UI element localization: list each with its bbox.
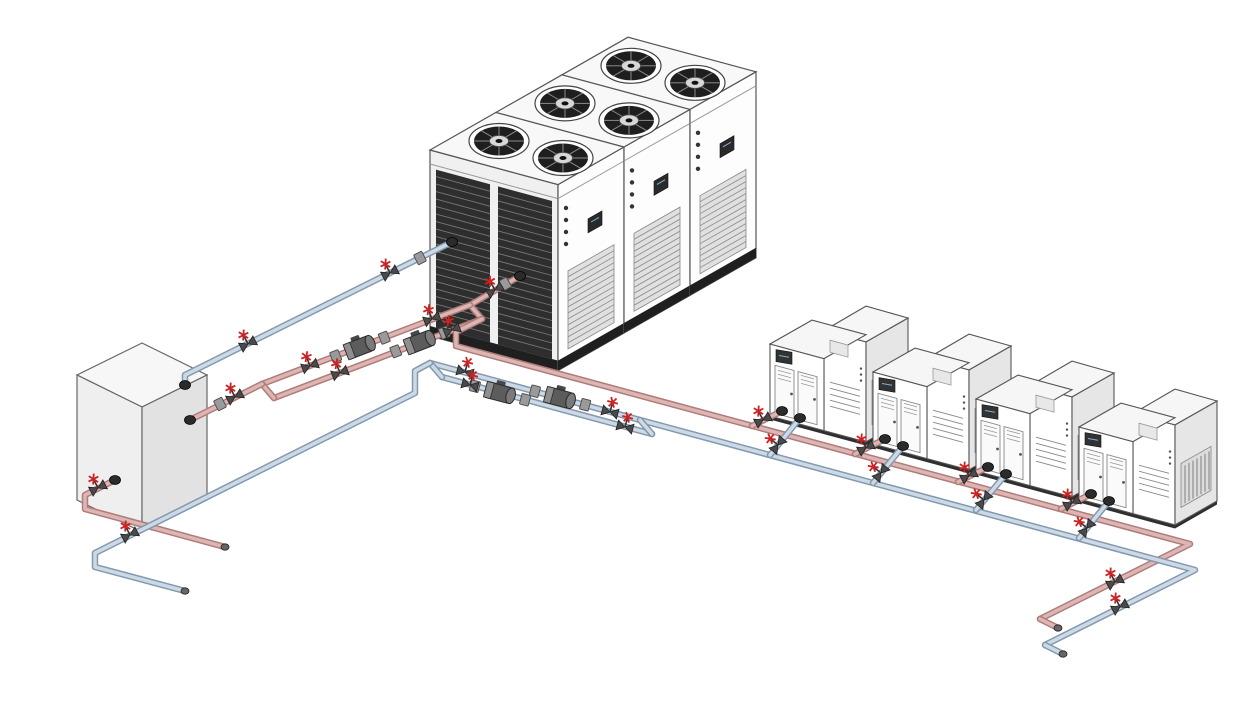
pipe-cap-icon: [180, 587, 190, 595]
pump-icon: [342, 334, 376, 361]
chiller-control-panel-face: [689, 71, 757, 297]
condenser-grille: [498, 186, 552, 359]
chiller-control-panel-face: [623, 108, 691, 334]
pipe-port-icon: [982, 462, 994, 472]
pipe-coupler-icon: [377, 330, 391, 345]
valve-icon: [1061, 488, 1083, 512]
valve-icon: [958, 461, 980, 485]
pipe-port-icon: [897, 441, 909, 451]
valve-icon: [330, 358, 350, 382]
valve-icon: [455, 356, 475, 380]
valve-icon: [1104, 567, 1126, 591]
valve-icon: [600, 396, 620, 420]
pipe-port-icon: [879, 434, 891, 444]
pipe-port-icon: [514, 271, 526, 281]
valve-icon: [764, 433, 788, 456]
pipe-cap-icon: [1058, 650, 1068, 658]
pipe-port-icon: [794, 413, 806, 423]
chiller-control-panel-face: [557, 146, 625, 372]
pipe-coupler-icon: [528, 384, 541, 398]
pipe-port-icon: [1085, 489, 1097, 499]
pump-icon: [482, 380, 516, 405]
valve-icon: [422, 304, 442, 328]
valve-icon: [224, 382, 246, 406]
pipe-port-icon: [1103, 496, 1115, 506]
pump-icon: [542, 385, 576, 410]
pipe-port-icon: [776, 406, 788, 416]
valve-icon: [615, 411, 635, 435]
pipe-cap-icon: [1053, 624, 1063, 632]
pipe-coupler-icon: [389, 344, 403, 359]
valve-icon: [752, 405, 774, 429]
pipe-port-icon: [184, 415, 196, 425]
pipe-coupler-icon: [579, 398, 592, 412]
terminal-unit-row: [769, 305, 1218, 530]
pipe-coupler-icon: [329, 349, 343, 364]
pipe-port-icon: [1000, 469, 1012, 479]
pipe-port-icon: [179, 380, 191, 390]
valve-icon: [484, 275, 506, 300]
louver-grille: [497, 192, 553, 351]
pipe-cap-icon: [220, 543, 230, 551]
pipe-coupler-icon: [213, 396, 227, 412]
valve-icon: [442, 315, 462, 339]
valve-icon: [300, 351, 320, 375]
pipe-port-icon: [446, 237, 458, 247]
valve-icon: [460, 369, 480, 393]
pipe-fittings: [87, 237, 1131, 658]
valve-icon: [119, 520, 141, 544]
valve-icon: [970, 488, 994, 511]
pump-icon: [402, 329, 436, 356]
pipe-port-icon: [109, 475, 121, 485]
valve-icon: [855, 433, 877, 457]
valve-icon: [87, 473, 109, 497]
pipe-coupler-icon: [519, 393, 532, 407]
valve-icon: [237, 329, 259, 353]
valve-icon: [1109, 592, 1131, 616]
valve-icon: [1073, 516, 1097, 539]
valve-icon: [867, 461, 891, 484]
valve-icon: [379, 258, 401, 282]
pipe-coupler-icon: [413, 250, 427, 266]
louver-grille: [435, 176, 491, 335]
